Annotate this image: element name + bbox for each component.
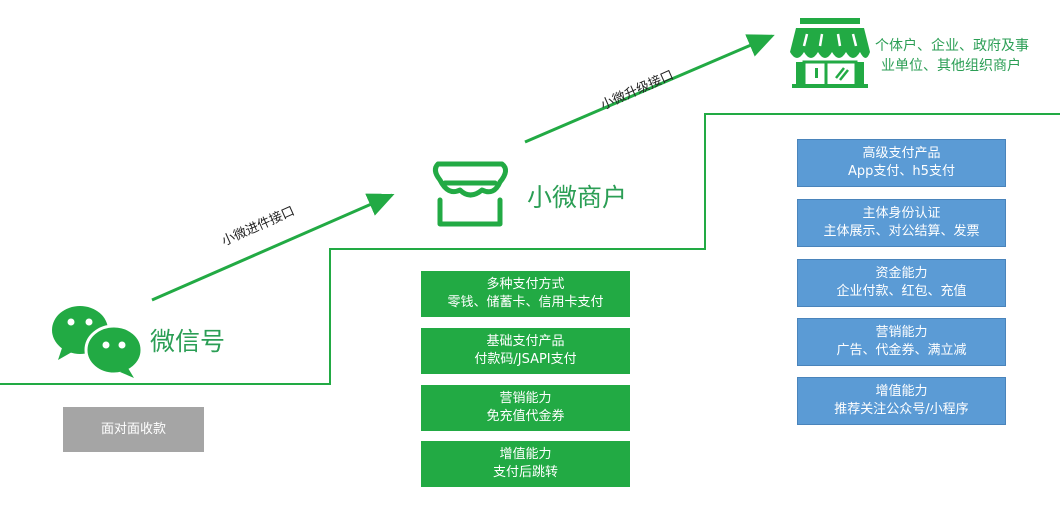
feature-title: 增值能力 [499,447,552,462]
wechat-label: 微信号 [150,327,226,356]
enterprise-feature: 营销能力广告、代金券、满立减 [797,318,1006,366]
feature-title: 增值能力 [875,384,928,399]
micro-merchant-label: 小微商户 [527,183,628,212]
enterprise-label-line2: 业单位、其他组织商户 [881,58,1021,74]
feature-title: 主体身份认证 [862,206,941,221]
feature-title: 营销能力 [875,325,928,340]
feature-sub: 推荐关注公众号/小程序 [834,402,969,417]
feature-title: 高级支付产品 [862,146,941,161]
feature-sub: 零钱、储蓄卡、信用卡支付 [447,295,604,310]
feature-sub: 免充值代金券 [486,409,565,424]
feature-title: 多种支付方式 [486,277,565,292]
wechat-icon [52,306,144,378]
micro-feature: 基础支付产品付款码/JSAPI支付 [421,328,630,374]
enterprise-label: 个体户、企业、政府及事 业单位、其他组织商户 [875,36,1029,76]
feature-title: 资金能力 [875,266,928,281]
feature-sub: 广告、代金券、满立减 [836,343,967,358]
enterprise-feature: 增值能力推荐关注公众号/小程序 [797,377,1006,425]
stair-line [0,113,1060,385]
feature-sub: 支付后跳转 [492,465,558,480]
enterprise-label-line1: 个体户、企业、政府及事 [875,38,1029,54]
feature-sub: App支付、h5支付 [848,164,955,179]
enterprise-feature: 资金能力企业付款、红包、充值 [797,259,1006,307]
feature-sub: 主体展示、对公结算、发票 [823,224,980,239]
enterprise-feature: 主体身份认证主体展示、对公结算、发票 [797,199,1006,247]
enterprise-feature: 高级支付产品 App支付、h5支付 [797,139,1006,187]
arrow-to-enterprise [524,34,775,144]
storefront-icon [790,18,870,88]
micro-feature: 营销能力免充值代金券 [421,385,630,431]
micro-feature: 增值能力支付后跳转 [421,441,630,487]
arrow-to-micro [151,193,395,302]
feature-title: 面对面收款 [100,421,166,437]
feature-sub: 企业付款、红包、充值 [836,284,967,299]
micro-feature: 多种支付方式零钱、储蓄卡、信用卡支付 [421,271,630,317]
store-outline-icon [432,161,508,227]
feature-title: 营销能力 [499,391,552,406]
feature-sub: 付款码/JSAPI支付 [474,352,577,367]
feature-face-to-face: 面对面收款 [63,407,204,452]
feature-title: 基础支付产品 [486,334,565,349]
